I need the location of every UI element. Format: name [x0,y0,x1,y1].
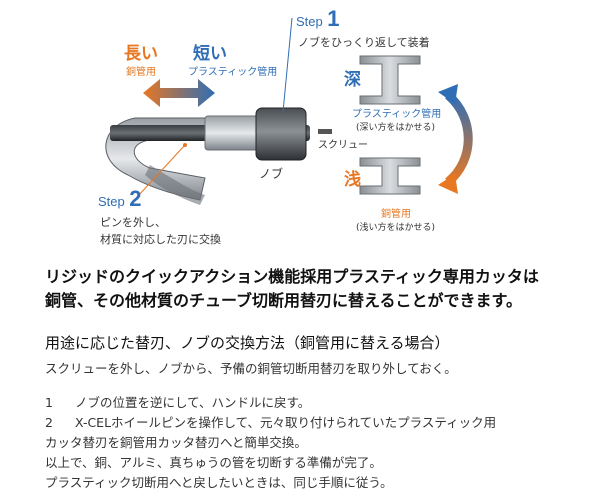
list-item: 2 X-CELホイールピンを操作して、元々取り付けられていたプラスティック用 [45,412,496,431]
step2-pointer [137,144,186,197]
slide-block [204,115,261,151]
step2-word: Step [98,194,125,209]
short-sub-label: プラスティック管用 [188,67,278,78]
step1-number: 1 [327,6,340,31]
swap-arrow [438,84,473,194]
short-label: 短い [193,44,227,64]
deep-blade [359,55,421,105]
list-item: 1 ノブの位置を逆にして、ハンドルに戻す。 [45,392,310,411]
deep-sub-label: プラスティック管用 [352,109,442,120]
section-outro-2: プラスティック切断用へと戻したいときは、同じ手順に従う。 [45,475,393,490]
section-outro-1: 以上で、銅、アルミ、真ちゅうの管を切断する準備が完了。 [45,455,382,470]
section-intro: スクリューを外し、ノブから、予備の銅管切断用替刃を取り外しておく。 [45,361,457,376]
list-item-text: ノブの位置を逆にして、ハンドルに戻す。 [75,395,311,410]
long-label: 長い [124,44,158,64]
step1-pointer [282,17,293,113]
step2-description-1: ピンを外し、 [100,216,166,229]
long-sub-label: 銅管用 [126,67,156,78]
knob [255,107,307,161]
shallow-blade [359,157,421,195]
screw [318,129,332,134]
length-arrow [143,79,215,107]
headline-line-1: リジッドのクイックアクション機能採用プラスティック専用カッタは [45,267,539,286]
step2-number: 2 [129,186,142,211]
step1-word: Step [296,14,323,29]
headline-line-2: 銅管、その他材質のチューブ切断用替刃に替えることができます。 [45,291,522,310]
list-item-number: 1 [45,395,53,410]
list-item-continuation: カッタ替刃を銅管用カッタ替刃へと簡単交換。 [45,435,307,450]
knob-label: ノブ [259,167,284,181]
list-item-number: 2 [45,415,53,430]
step2-heading: Step 2 [98,188,141,210]
step1-heading: Step 1 [296,8,339,30]
step1-description: ノブをひっくり返して装着 [298,36,430,49]
tool-illustration [105,17,473,205]
shallow-note: (浅い方をはかせる) [356,223,436,233]
deep-note: (深い方をはかせる) [356,123,436,133]
section-title: 用途に応じた替刃、ノブの交換方法（銅管用に替える場合） [45,334,450,352]
headline: リジッドのクイックアクション機能採用プラスティック専用カッタは 銅管、その他材質… [45,265,585,313]
deep-label: 深 [344,70,361,90]
screw-label: スクリュー [318,140,368,151]
shallow-label: 浅 [344,170,361,190]
shallow-sub-label: 銅管用 [381,209,411,220]
list-item-text: X-CELホイールピンを操作して、元々取り付けられていたプラスティック用 [75,415,497,430]
step2-description-2: 材質に対応した刃に交換 [100,233,221,246]
